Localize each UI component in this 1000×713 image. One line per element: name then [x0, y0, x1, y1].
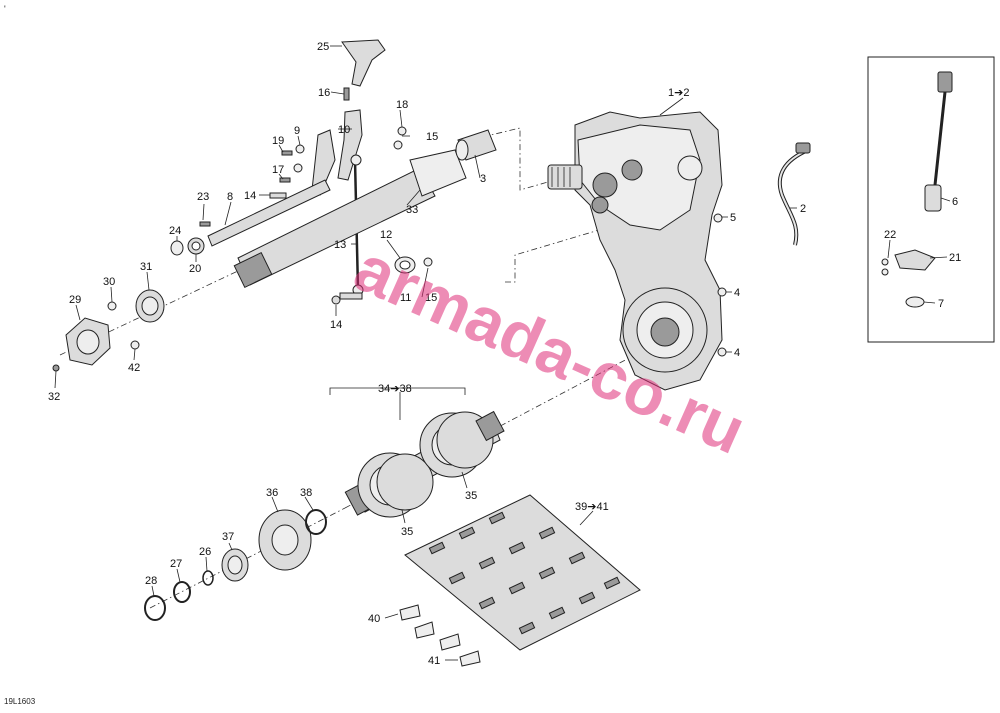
label-32: 32	[48, 391, 60, 403]
label-29: 29	[69, 294, 81, 306]
label-13: 13	[334, 239, 346, 251]
corner-mark: '	[4, 4, 6, 14]
label-7: 7	[938, 298, 944, 310]
label-21: 21	[949, 252, 961, 264]
drive-track-segment	[399, 494, 641, 667]
gearcase-housing	[547, 111, 723, 391]
label-35b: 35	[465, 490, 477, 502]
label-34-38: 34➔38	[378, 383, 412, 395]
label-10: 10	[338, 124, 350, 136]
label-31: 31	[140, 261, 152, 273]
sensor-inset-frame	[867, 56, 995, 343]
label-1-2: 1➔2	[668, 87, 689, 99]
label-36: 36	[266, 487, 278, 499]
callout-labels: 25 16 18 10 9 15 19 17 14 23 8 33 3 24 1…	[48, 41, 961, 667]
sensor-harness	[777, 142, 811, 246]
label-30: 30	[103, 276, 115, 288]
label-12: 12	[380, 229, 392, 241]
label-25: 25	[317, 41, 329, 53]
drawing-code: 19L1603	[4, 697, 36, 706]
bearing-cover	[52, 301, 140, 372]
label-9: 9	[294, 125, 300, 137]
label-40: 40	[368, 613, 380, 625]
label-42: 42	[128, 362, 140, 374]
label-26: 26	[199, 546, 211, 558]
label-4a: 4	[734, 287, 740, 299]
label-2: 2	[800, 203, 806, 215]
seal	[394, 256, 416, 274]
shift-shaft	[207, 179, 331, 247]
label-38: 38	[300, 487, 312, 499]
label-15b: 15	[425, 292, 437, 304]
label-35a: 35	[401, 526, 413, 538]
label-5: 5	[730, 212, 736, 224]
label-33: 33	[406, 204, 418, 216]
small-hardware	[199, 126, 433, 267]
label-14b: 14	[330, 319, 342, 331]
label-16: 16	[318, 87, 330, 99]
label-17: 17	[272, 164, 284, 176]
label-14a: 14	[244, 190, 256, 202]
label-11: 11	[400, 292, 411, 304]
washers	[170, 237, 205, 256]
label-4b: 4	[734, 347, 740, 359]
axle-bearing-set	[144, 509, 327, 621]
label-18: 18	[396, 99, 408, 111]
label-20: 20	[189, 263, 201, 275]
drive-shaft	[233, 149, 467, 289]
bushing	[455, 129, 497, 161]
label-41: 41	[428, 655, 440, 667]
label-28: 28	[145, 575, 157, 587]
label-15a: 15	[426, 131, 438, 143]
label-37: 37	[222, 531, 234, 543]
bearing	[135, 289, 165, 323]
label-24: 24	[169, 225, 181, 237]
shift-linkage	[311, 39, 386, 305]
label-27: 27	[170, 558, 182, 570]
label-23: 23	[197, 191, 209, 203]
nuts	[713, 213, 727, 357]
label-39-41: 39➔41	[575, 501, 609, 513]
label-6: 6	[952, 196, 958, 208]
speed-sensor-assembly	[881, 71, 953, 308]
label-19: 19	[272, 135, 284, 147]
label-8: 8	[227, 191, 233, 203]
leader-lines	[54, 45, 951, 661]
label-3: 3	[480, 173, 486, 185]
drive-axle	[344, 410, 505, 518]
label-22: 22	[884, 229, 896, 241]
